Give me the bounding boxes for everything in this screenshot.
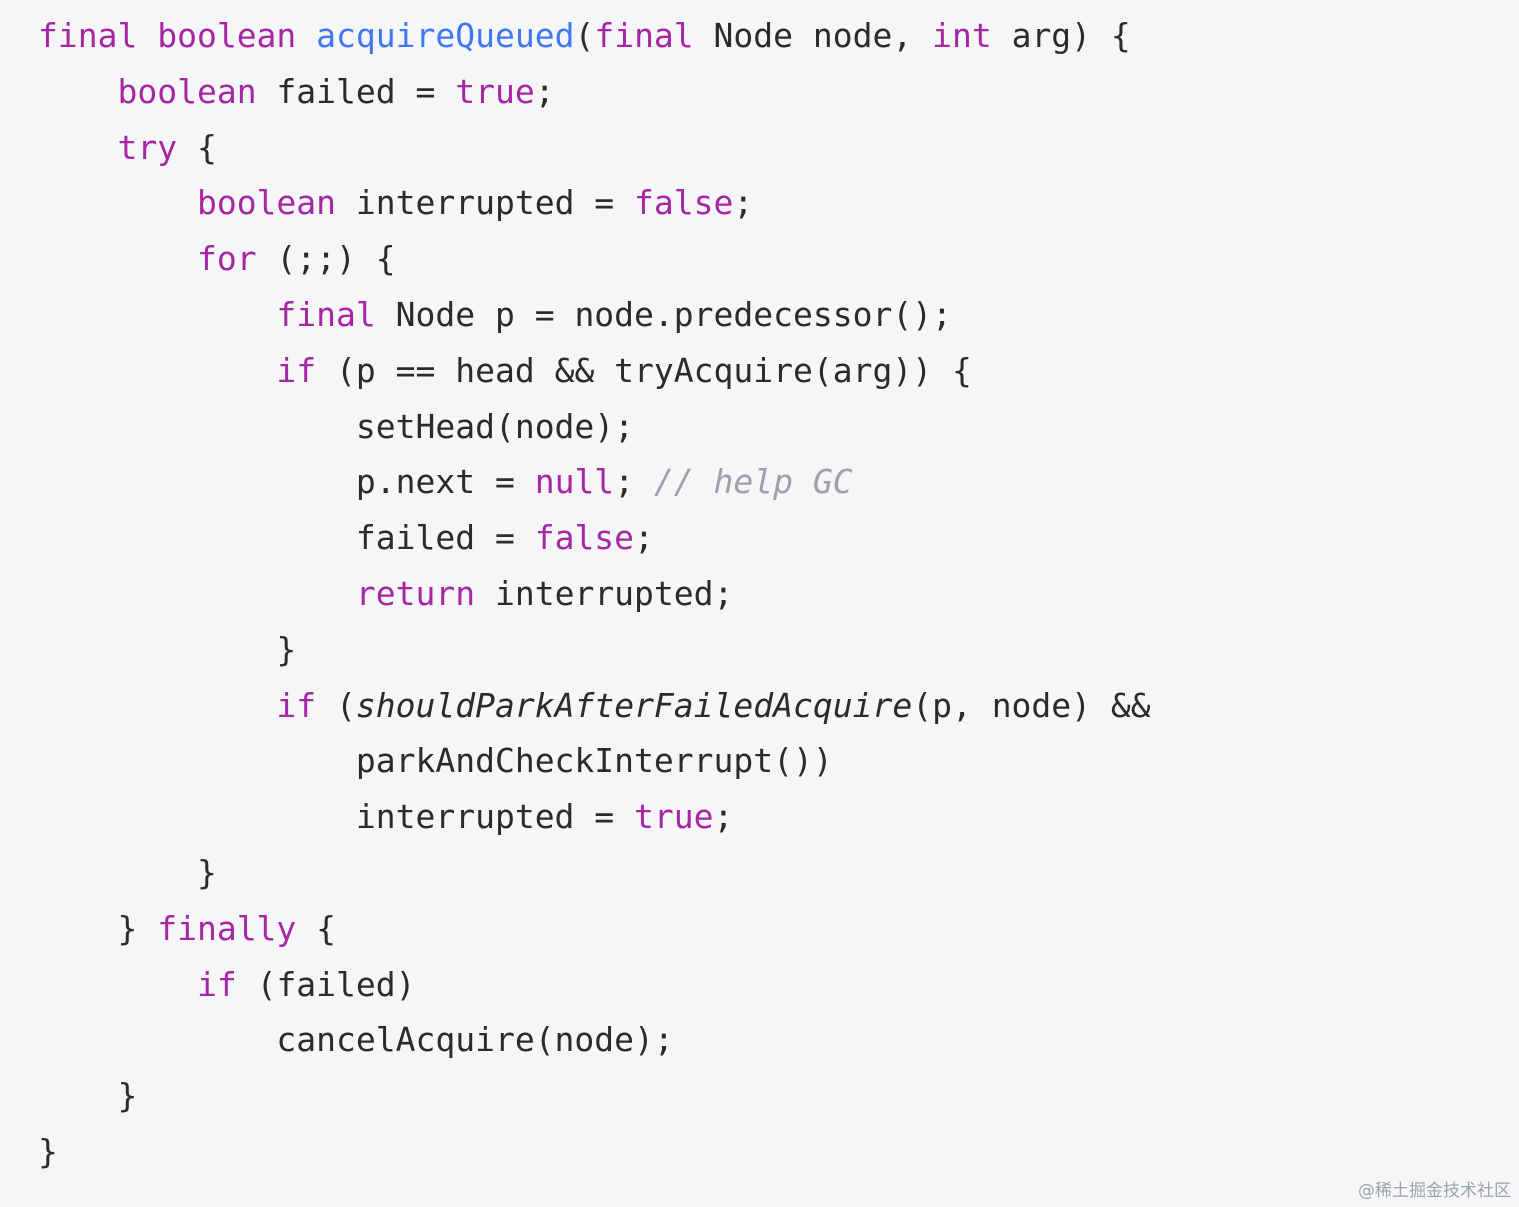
code-token: final <box>38 16 138 55</box>
code-token: boolean <box>117 71 257 111</box>
code-token: } <box>38 1131 58 1171</box>
code-token: shouldParkAfterFailedAcquire <box>355 685 913 725</box>
code-token: final <box>594 16 694 55</box>
code-token <box>137 16 157 55</box>
code-token <box>38 965 197 1004</box>
code-token: if <box>276 350 317 390</box>
code-line: for (;;) { <box>38 231 1151 287</box>
code-token: if <box>196 964 237 1004</box>
code-line: final Node p = node.predecessor(); <box>38 287 1151 343</box>
code-token <box>38 686 276 725</box>
code-token: (;;) { <box>256 239 396 279</box>
code-token: cancelAcquire(node); <box>38 1020 674 1060</box>
code-token: { <box>296 908 337 948</box>
code-token: } <box>38 908 158 948</box>
code-token: ; <box>713 797 734 837</box>
code-token: null <box>534 462 615 502</box>
code-token: interrupted = <box>336 183 635 223</box>
code-line: if (p == head && tryAcquire(arg)) { <box>38 343 1151 399</box>
code-token: (failed) <box>236 964 416 1004</box>
code-line: return interrupted; <box>38 566 1151 622</box>
code-token <box>38 295 276 334</box>
code-line: parkAndCheckInterrupt()) <box>38 733 1151 789</box>
code-token: ; <box>534 71 555 111</box>
code-token: ( <box>574 16 595 55</box>
code-line: if (shouldParkAfterFailedAcquire(p, node… <box>38 678 1151 734</box>
code-line: } finally { <box>38 901 1151 957</box>
code-line: boolean failed = true; <box>38 64 1151 120</box>
code-token: false <box>534 518 635 558</box>
code-token: boolean <box>157 16 297 55</box>
code-token: boolean <box>196 183 337 223</box>
code-token <box>38 574 356 613</box>
code-token: acquireQueued <box>316 16 575 55</box>
code-token: return <box>355 573 476 613</box>
code-line: boolean interrupted = false; <box>38 175 1151 231</box>
code-token: Node p = node.predecessor(); <box>375 294 952 334</box>
code-line: setHead(node); <box>38 399 1151 455</box>
code-token <box>38 183 197 222</box>
code-line: cancelAcquire(node); <box>38 1012 1151 1068</box>
code-token: failed = <box>256 71 456 111</box>
code-line: } <box>38 622 1151 678</box>
code-line: p.next = null; // help GC <box>38 454 1151 510</box>
code-token: ; <box>614 462 654 502</box>
code-token: true <box>455 71 535 111</box>
code-token: p.next = <box>38 462 535 502</box>
code-token <box>38 128 117 167</box>
code-line: } <box>38 845 1151 901</box>
code-token: } <box>38 629 297 669</box>
code-token: false <box>634 183 734 223</box>
code-line: } <box>38 1124 1151 1180</box>
code-token: try <box>117 127 178 167</box>
code-token <box>296 16 316 55</box>
code-line: try { <box>38 120 1151 176</box>
watermark: @稀土掘金技术社区 <box>1358 1181 1511 1201</box>
code-token: ; <box>634 518 654 558</box>
code-token: { <box>177 127 217 167</box>
code-block: final boolean acquireQueued(final Node n… <box>38 8 1151 1180</box>
code-token: arg) { <box>991 16 1131 55</box>
code-token: parkAndCheckInterrupt()) <box>38 741 833 781</box>
code-token: // help GC <box>653 462 853 502</box>
code-line: final boolean acquireQueued(final Node n… <box>38 8 1151 64</box>
code-token: ( <box>316 685 356 725</box>
code-line: } <box>38 1068 1151 1124</box>
code-token: ; <box>733 183 754 223</box>
code-line: if (failed) <box>38 957 1151 1013</box>
code-token: failed = <box>38 518 535 558</box>
code-token: interrupted = <box>38 797 635 837</box>
code-token: interrupted; <box>475 573 734 613</box>
code-token: (p == head && tryAcquire(arg)) { <box>316 350 972 390</box>
code-token: finally <box>157 908 297 948</box>
code-token: (p, node) && <box>912 685 1151 725</box>
code-token: } <box>38 1076 138 1116</box>
code-token: } <box>38 852 217 892</box>
code-line: interrupted = true; <box>38 789 1151 845</box>
code-token: final <box>276 294 376 334</box>
code-token: for <box>196 239 257 279</box>
code-token: if <box>276 685 317 725</box>
code-token: int <box>932 16 992 55</box>
code-line: failed = false; <box>38 510 1151 566</box>
code-token <box>38 72 117 111</box>
code-token: true <box>634 797 714 837</box>
code-token: setHead(node); <box>38 406 635 446</box>
code-token <box>38 351 276 390</box>
code-token: Node node, <box>693 16 933 55</box>
code-token <box>38 239 197 278</box>
